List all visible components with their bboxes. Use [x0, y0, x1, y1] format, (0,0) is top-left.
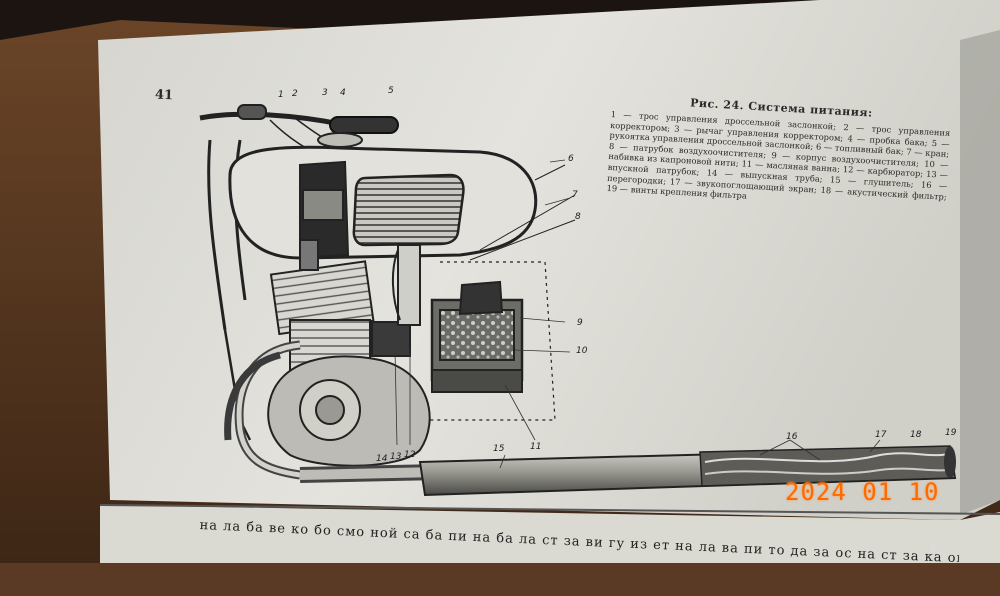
- callout-12: 12: [404, 450, 416, 460]
- callout-16: 16: [786, 432, 798, 442]
- callout-15: 15: [493, 444, 505, 454]
- callout-4: 4: [340, 88, 346, 98]
- callout-9: 9: [577, 318, 583, 328]
- callout-7: 7: [572, 190, 578, 200]
- photo-scene: [0, 0, 1000, 563]
- callout-17: 17: [875, 430, 887, 440]
- callout-1: 1: [278, 90, 284, 100]
- callout-5: 5: [388, 86, 394, 96]
- callout-leader-lines: [394, 159, 881, 469]
- callout-13: 13: [390, 452, 402, 462]
- callout-8: 8: [575, 212, 581, 222]
- callout-19: 19: [945, 428, 957, 438]
- callout-10: 10: [576, 346, 588, 356]
- book-page: [98, 0, 1000, 520]
- engine-illustration: [199, 104, 576, 483]
- figure-caption: Рис. 24. Система питания: 1 — трос управ…: [606, 92, 951, 213]
- camera-date-stamp: 2024 01 10: [785, 478, 940, 506]
- callout-2: 2: [292, 89, 298, 99]
- watermark: by: [930, 544, 943, 555]
- lower-book-page: [100, 505, 1000, 563]
- callout-18: 18: [910, 430, 922, 440]
- page-number: 41: [154, 87, 174, 104]
- callout-3: 3: [322, 88, 328, 98]
- callout-6: 6: [568, 154, 574, 164]
- muffler-illustration: [418, 445, 957, 497]
- callout-11: 11: [530, 442, 542, 452]
- page-shadow-edge: [960, 30, 1000, 515]
- callout-14: 14: [376, 454, 388, 464]
- page-gutter-line: [99, 504, 1000, 515]
